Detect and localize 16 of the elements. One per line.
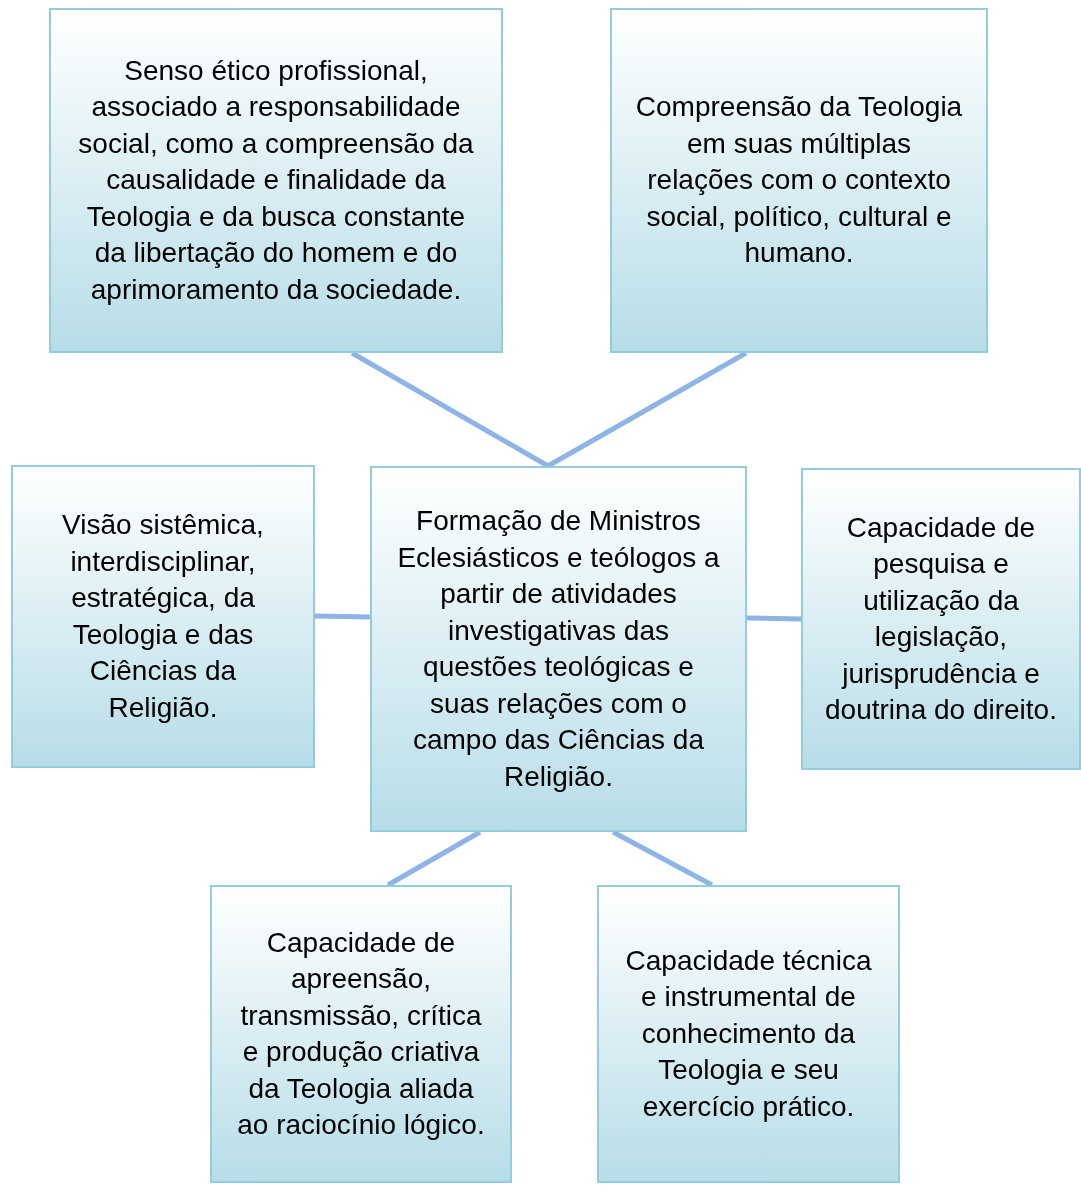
box-text: Capacidade técnica e instrumental de conhecimento da Teologia e seu exercício prático. xyxy=(624,943,873,1124)
central-box xyxy=(370,466,747,832)
box-text: Capacidade de apreensão, transmissão, crítica e produção criativa da Teologia aliada ao raciocínio lógico. xyxy=(236,925,486,1142)
connector-line xyxy=(746,615,802,622)
topic-box xyxy=(610,8,988,353)
box-text: Visão sistêmica, interdisciplinar, estratégica, da Teologia e das Ciências da Religião. xyxy=(61,508,265,725)
topic-box xyxy=(49,8,503,353)
box-text: Formação de Ministros Eclesiásticos e teólogos a partir de atividades investigativas das questões teológicas e suas relações com o campo das Ciências da Religião. xyxy=(396,504,721,794)
topic-box xyxy=(11,465,315,768)
box-text: Senso ético profissional, associado a responsabilidade social, como a compreensão da causalidade e finalidade da Teologia e da busca constante da libertação do homem e do aprimoramento da sociedade. xyxy=(77,53,475,307)
connector-line xyxy=(314,613,371,620)
topic-box xyxy=(801,468,1081,770)
topic-box xyxy=(210,885,512,1183)
topic-box xyxy=(597,885,900,1183)
box-text: Capacidade de pesquisa e utilização da legislação, jurisprudência e doutrina do direito. xyxy=(824,510,1058,727)
box-text: Compreensão da Teologia em suas múltiplas relações com o contexto social, político, cultural e humano. xyxy=(634,90,964,271)
